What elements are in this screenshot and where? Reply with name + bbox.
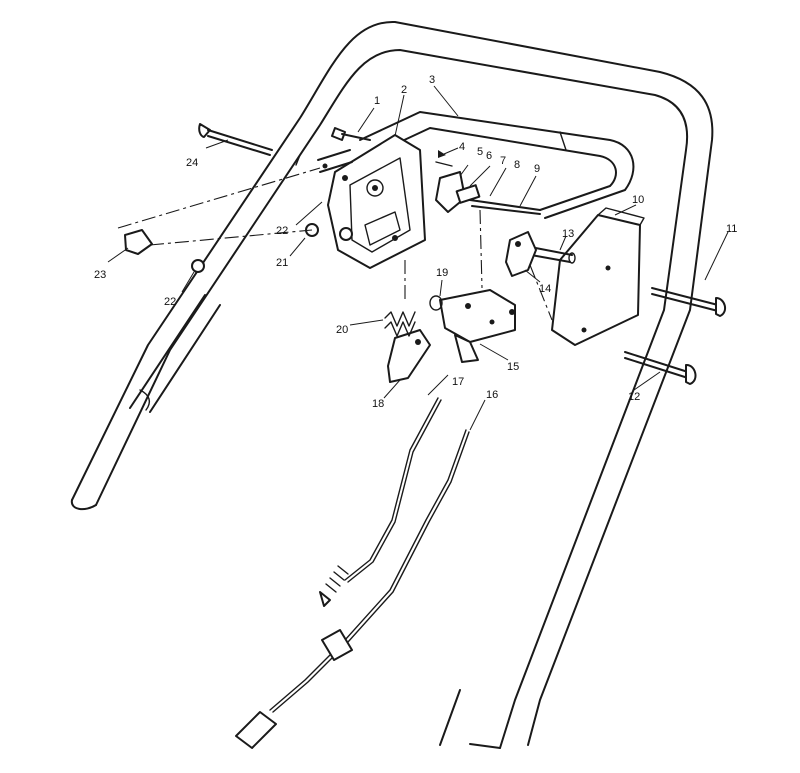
rod-part-8 <box>469 199 541 215</box>
callout-12: 12 <box>628 391 640 403</box>
bolt-part-1 <box>331 127 371 141</box>
callout-16: 16 <box>486 389 498 401</box>
nut-part-22b <box>191 259 205 273</box>
control-bail-part-3 <box>359 111 635 219</box>
callout-17: 17 <box>452 376 464 388</box>
actuator-part-6 <box>435 171 466 213</box>
pin-part-4 <box>438 150 446 158</box>
callout-11: 11 <box>726 223 737 235</box>
callout-3: 3 <box>429 74 435 86</box>
washer-part-19 <box>429 295 443 311</box>
callout-18: 18 <box>372 398 384 410</box>
callout-19: 19 <box>436 267 448 279</box>
callout-2: 2 <box>401 84 407 96</box>
callout-7: 7 <box>500 155 506 167</box>
callout-24: 24 <box>186 157 198 169</box>
bolt-part-11 <box>651 287 727 317</box>
left-housing-part-2 <box>317 134 426 269</box>
callout-labels: 1 2 3 4 5 6 7 8 9 10 11 12 13 14 15 16 1… <box>94 74 737 410</box>
callout-13: 13 <box>562 228 574 240</box>
cam-part-14 <box>505 231 537 277</box>
bracket-part-15 <box>439 289 516 363</box>
callout-15: 15 <box>507 361 519 373</box>
nut-part-22a <box>339 227 353 241</box>
bolt-part-12 <box>624 351 697 385</box>
spacer-part-23 <box>124 229 153 255</box>
alignment-lines <box>117 167 553 321</box>
callout-10: 10 <box>632 194 644 206</box>
bolt-part-24 <box>198 123 273 156</box>
callout-22-upper: 22 <box>276 225 288 237</box>
callout-21: 21 <box>276 257 288 269</box>
cable-part-17 <box>319 397 442 607</box>
callout-6: 6 <box>486 150 492 162</box>
callout-23: 23 <box>94 269 106 281</box>
leader-lines <box>107 85 729 431</box>
handle-left-leg <box>129 294 221 413</box>
callout-8: 8 <box>514 159 520 171</box>
callout-4: 4 <box>459 141 465 153</box>
callout-1: 1 <box>374 95 380 107</box>
callout-5: 5 <box>477 146 483 158</box>
lever-part-18 <box>387 329 431 383</box>
callout-20: 20 <box>336 324 348 336</box>
clip-part-5 <box>435 161 453 167</box>
callout-9: 9 <box>534 163 540 175</box>
callout-22-lower: 22 <box>164 296 176 308</box>
spring-part-20 <box>384 311 416 337</box>
cable-part-16 <box>235 429 470 749</box>
callout-14: 14 <box>539 283 551 295</box>
